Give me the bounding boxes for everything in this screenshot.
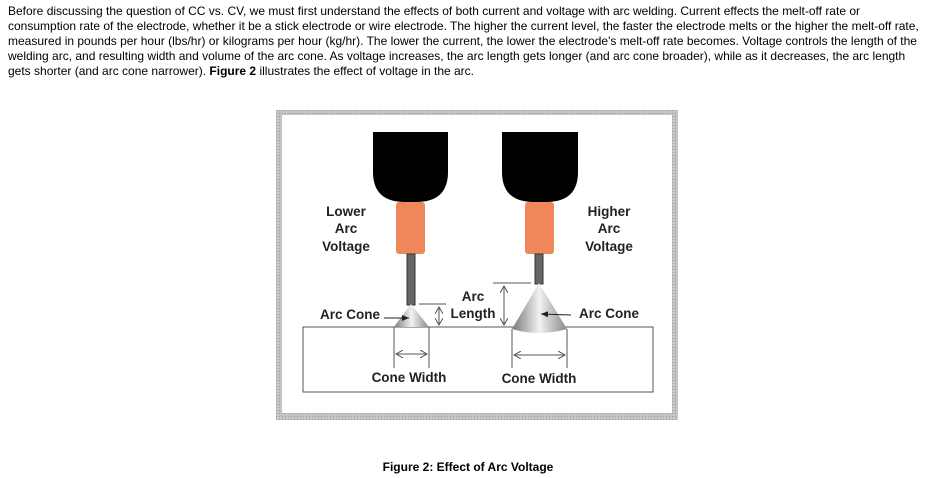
arc-length-label-1: Arc xyxy=(462,289,485,304)
arc-cone-right xyxy=(512,283,567,333)
torch-holder-left xyxy=(373,132,448,202)
lower-label-3: Voltage xyxy=(322,239,370,254)
paragraph-tail: illustrates the effect of voltage in the… xyxy=(256,64,475,78)
electrode-left xyxy=(406,253,416,306)
lower-label-2: Arc xyxy=(335,221,358,236)
cone-width-label-right: Cone Width xyxy=(502,371,577,386)
torch-holder-right xyxy=(502,132,578,202)
higher-label-2: Arc xyxy=(598,221,621,236)
body-paragraph: Before discussing the question of CC vs.… xyxy=(8,4,930,79)
lower-label-1: Lower xyxy=(326,204,367,219)
higher-label-1: Higher xyxy=(588,204,632,219)
figure-caption: Figure 2: Effect of Arc Voltage xyxy=(382,460,554,474)
contact-tip-left xyxy=(396,202,425,254)
higher-label-3: Voltage xyxy=(585,239,633,254)
cone-width-label-left: Cone Width xyxy=(372,370,447,385)
workpiece xyxy=(302,326,654,393)
electrode-right xyxy=(534,253,544,285)
figure-reference: Figure 2 xyxy=(209,64,257,78)
figure-arc-voltage: Lower Arc Voltage Higher Arc Voltage Arc… xyxy=(276,110,678,420)
contact-tip-right xyxy=(525,202,554,254)
paragraph-text: Before discussing the question of CC vs.… xyxy=(8,4,919,78)
arc-length-label-2: Length xyxy=(451,306,496,321)
arc-cone-label-right: Arc Cone xyxy=(579,306,640,321)
arc-cone-label-left: Arc Cone xyxy=(320,307,381,322)
arc-cone-left xyxy=(394,304,429,327)
